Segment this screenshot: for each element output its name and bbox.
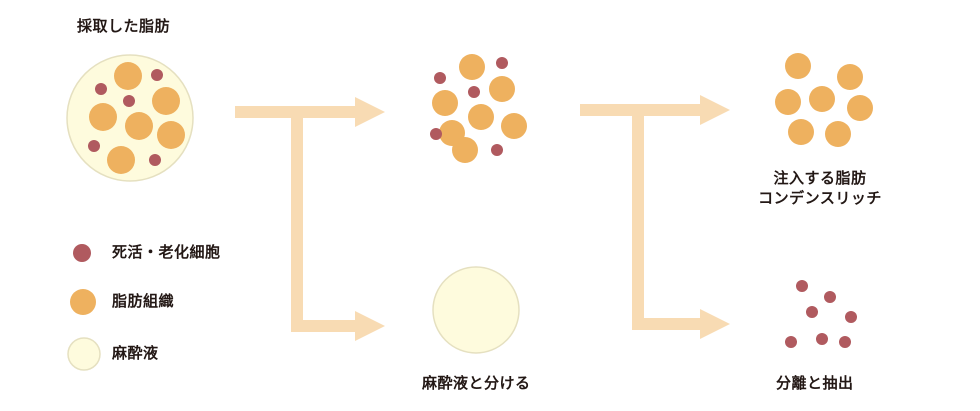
fat-cell — [785, 53, 811, 79]
fat-cell — [114, 62, 142, 90]
dead-cell — [496, 57, 508, 69]
fat-cell — [775, 89, 801, 115]
cream-circle-icon — [67, 337, 101, 371]
arrow-branch-1 — [235, 97, 385, 341]
diagram-title: 採取した脂肪 — [77, 17, 171, 35]
fat-cell — [459, 54, 485, 80]
legend-label-anesthetic: 麻酔液 — [112, 344, 159, 362]
fat-cell — [432, 90, 458, 116]
fat-cell — [489, 76, 515, 102]
arrow-head — [355, 97, 385, 127]
arrow-branch-2 — [580, 95, 730, 339]
arrow-connector — [291, 106, 303, 332]
anesthetic-liquid — [432, 266, 520, 354]
orange-circle-icon — [70, 289, 96, 315]
arrow-head — [700, 95, 730, 125]
dead-cell — [430, 128, 442, 140]
arrow-connector — [632, 104, 644, 330]
dead-cell — [806, 306, 818, 318]
legend-label-dead-cells: 死活・老化細胞 — [112, 243, 221, 261]
dead-cell — [824, 291, 836, 303]
dead-cell — [434, 72, 446, 84]
fat-cell — [89, 103, 117, 131]
fat-cell — [847, 95, 873, 121]
arrow-head — [700, 309, 730, 339]
dead-cell — [845, 311, 857, 323]
dead-cell — [796, 280, 808, 292]
small-red-dot-icon — [73, 244, 91, 262]
step-label-separation-extraction: 分離と抽出 — [776, 374, 854, 392]
fat-cell — [107, 146, 135, 174]
step-label-condensed-fat: 注入する脂肪 コンデンスリッチ — [755, 168, 885, 209]
dead-cell — [151, 69, 163, 81]
fat-cell — [825, 121, 851, 147]
fat-cell — [452, 137, 478, 163]
harvested-fat-sample — [66, 54, 194, 182]
dead-cell — [88, 140, 100, 152]
fat-cell — [125, 112, 153, 140]
arrow-head — [355, 311, 385, 341]
extracted-dead-cells — [785, 280, 857, 348]
step-label-anesthetic-separation: 麻酔液と分ける — [422, 374, 531, 392]
fat-cell — [809, 86, 835, 112]
fat-cell — [157, 121, 185, 149]
arrow-shaft — [632, 318, 705, 330]
fat-cell — [837, 64, 863, 90]
fat-cell — [501, 113, 527, 139]
mixed-fat-cluster — [430, 54, 527, 163]
dead-cell — [468, 86, 480, 98]
fat-cell — [468, 104, 494, 130]
step-label-condensed-fat-line1: 注入する脂肪 — [773, 169, 867, 187]
dead-cell — [839, 336, 851, 348]
fat-cell — [788, 119, 814, 145]
condensed-fat-cluster — [775, 53, 873, 147]
dead-cell — [149, 154, 161, 166]
dead-cell — [95, 83, 107, 95]
arrow-shaft — [291, 320, 360, 332]
dead-cell — [785, 336, 797, 348]
dead-cell — [123, 95, 135, 107]
dead-cell — [816, 333, 828, 345]
legend-label-fat-tissue: 脂肪組織 — [112, 292, 175, 310]
fat-cell — [152, 87, 180, 115]
step-label-condensed-fat-line2: コンデンスリッチ — [758, 189, 882, 208]
dead-cell — [491, 144, 503, 156]
